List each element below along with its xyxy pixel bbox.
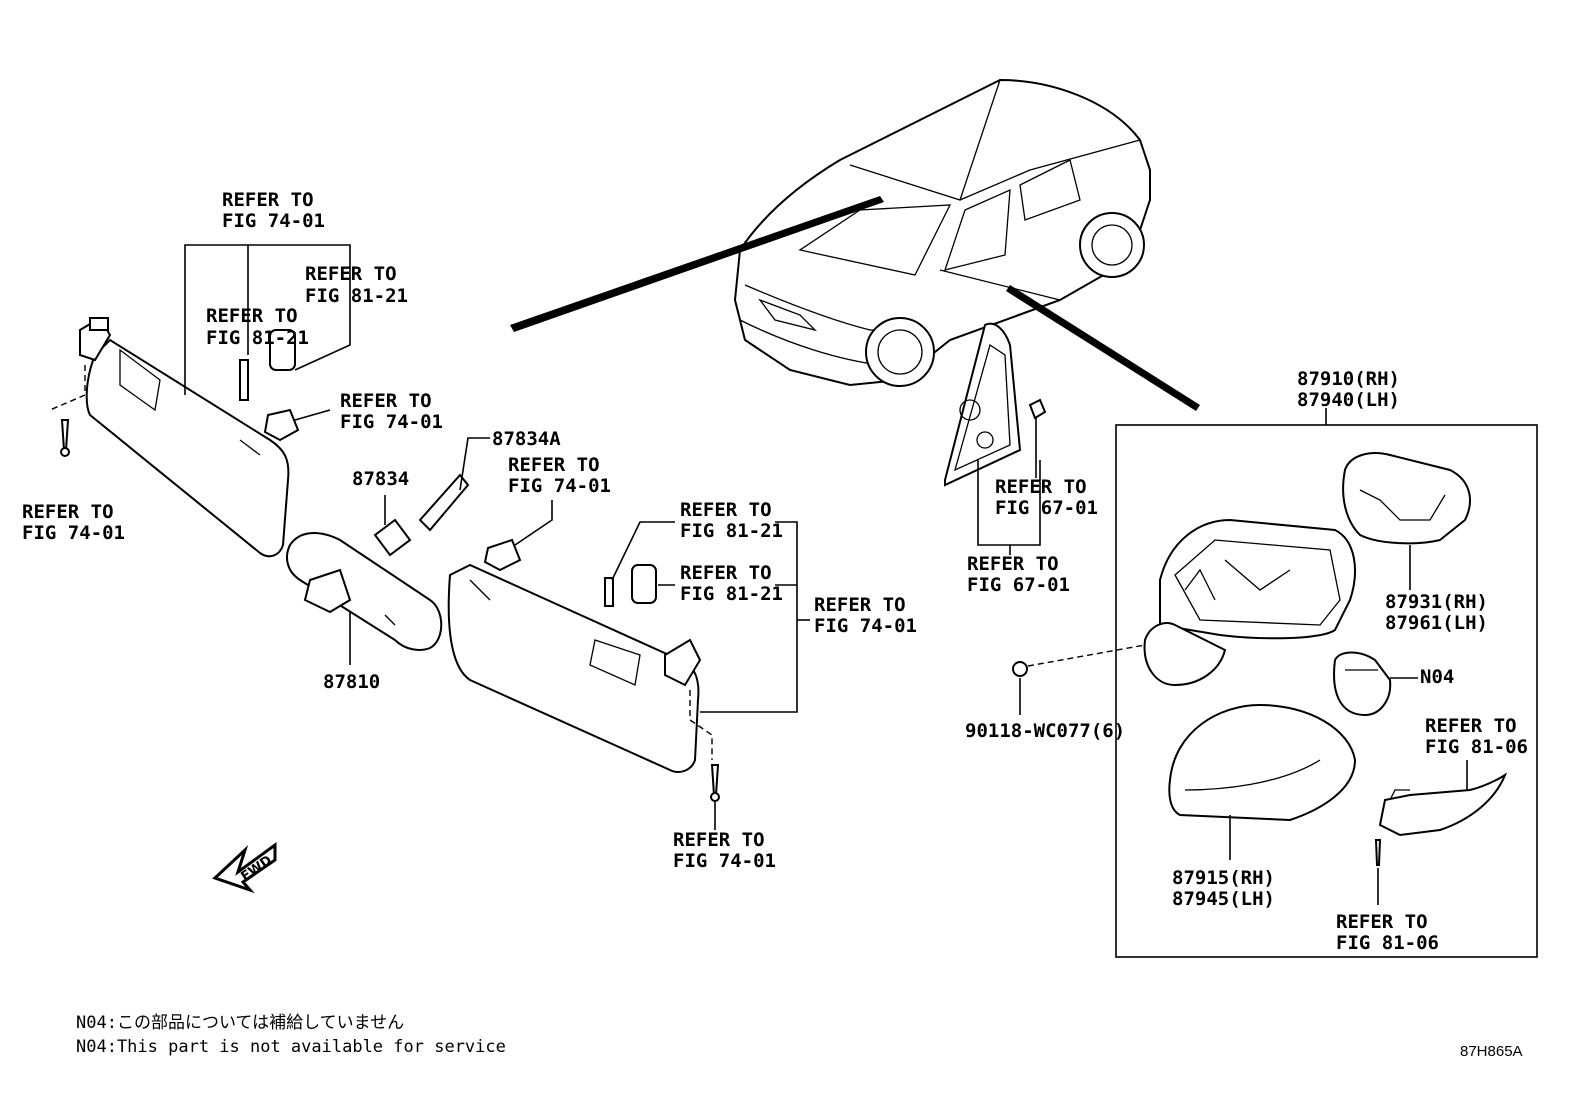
turn-signal-lamp (1378, 772, 1508, 837)
pad-81-21 (269, 329, 296, 371)
mirror-motor-N04 (1333, 651, 1392, 717)
part-90118: 90118-WC077(6) (965, 720, 1125, 742)
fwd-arrow: FWD (212, 842, 277, 894)
rear-view-mirror (286, 532, 443, 651)
note-n04-japanese: N04:この部品については補給していません (76, 1013, 404, 1033)
part-87961-lh: 87961(LH) (1385, 612, 1488, 634)
sun-visor-left (79, 316, 290, 558)
screw-right (710, 764, 720, 802)
quarter-garnish (944, 322, 1022, 487)
nut-90118 (1012, 661, 1028, 677)
screw-81-06 (1374, 839, 1382, 866)
holder-clip-right (483, 538, 522, 572)
ref-81-06-a-l2: FIG 81-06 (1425, 736, 1528, 758)
ref-81-21-d-l1: REFER TO (680, 562, 772, 584)
diagram-id: 87H865A (1460, 1043, 1523, 1060)
ref-74-01-clip-l2: FIG 74-01 (340, 411, 443, 433)
part-N04: N04 (1420, 666, 1454, 688)
ref-81-06-b-l1: REFER TO (1336, 911, 1428, 933)
car-illustration (733, 78, 1151, 387)
ref-74-01-bottom-l2: FIG 74-01 (673, 850, 776, 872)
part-87810: 87810 (323, 671, 380, 693)
part-87940-lh: 87940(LH) (1297, 389, 1400, 411)
ref-74-01-mid-l1: REFER TO (508, 454, 600, 476)
mirror-cover (1168, 703, 1357, 822)
ref-74-01-right-l1: REFER TO (814, 594, 906, 616)
ref-74-01-mid-l2: FIG 74-01 (508, 475, 611, 497)
ref-67-01-a-l2: FIG 67-01 (995, 497, 1098, 519)
ref-74-01-left-l1: REFER TO (22, 501, 114, 523)
pad-81-21-right (631, 564, 657, 604)
ref-74-01-right-l2: FIG 74-01 (814, 615, 917, 637)
clip-67-01 (1028, 398, 1047, 420)
part-87931-rh: 87931(RH) (1385, 591, 1488, 613)
pin-81-21 (239, 359, 249, 401)
ref-74-01-top-l2: FIG 74-01 (222, 210, 325, 232)
ref-81-06-a-l1: REFER TO (1425, 715, 1517, 737)
ref-74-01-left-l2: FIG 74-01 (22, 522, 125, 544)
part-87834: 87834 (352, 468, 409, 490)
ref-67-01-b-l1: REFER TO (967, 553, 1059, 575)
ref-81-21-a-l2: FIG 81-21 (305, 285, 408, 307)
pointer-wedge-right (1006, 285, 1200, 411)
ref-67-01-a-l1: REFER TO (995, 476, 1087, 498)
ref-74-01-bottom-l1: REFER TO (673, 829, 765, 851)
ref-74-01-top-l1: REFER TO (222, 189, 314, 211)
outer-mirror-housing (1143, 518, 1356, 687)
ref-81-21-b-l2: FIG 81-21 (206, 327, 309, 349)
holder-clip-left (263, 408, 300, 442)
mirror-glass (1342, 452, 1471, 545)
ref-81-21-a-l1: REFER TO (305, 263, 397, 285)
ref-81-21-c-l1: REFER TO (680, 499, 772, 521)
ref-67-01-b-l2: FIG 67-01 (967, 574, 1070, 596)
note-n04-english: N04:This part is not available for servi… (76, 1037, 506, 1057)
ref-74-01-clip-l1: REFER TO (340, 390, 432, 412)
part-87834A: 87834A (492, 428, 561, 450)
pointer-wedge-left (510, 196, 884, 332)
part-87910-rh: 87910(RH) (1297, 368, 1400, 390)
cover-87834A (418, 473, 470, 532)
ref-81-21-b-l1: REFER TO (206, 305, 298, 327)
sun-visor-right (447, 563, 702, 773)
screw-left (60, 419, 70, 457)
ref-81-21-c-l2: FIG 81-21 (680, 520, 783, 542)
part-87945-lh: 87945(LH) (1172, 888, 1275, 910)
clip-87834 (373, 518, 412, 557)
pin-81-21-right (604, 577, 614, 607)
ref-81-21-d-l2: FIG 81-21 (680, 583, 783, 605)
part-87915-rh: 87915(RH) (1172, 867, 1275, 889)
ref-81-06-b-l2: FIG 81-06 (1336, 932, 1439, 954)
